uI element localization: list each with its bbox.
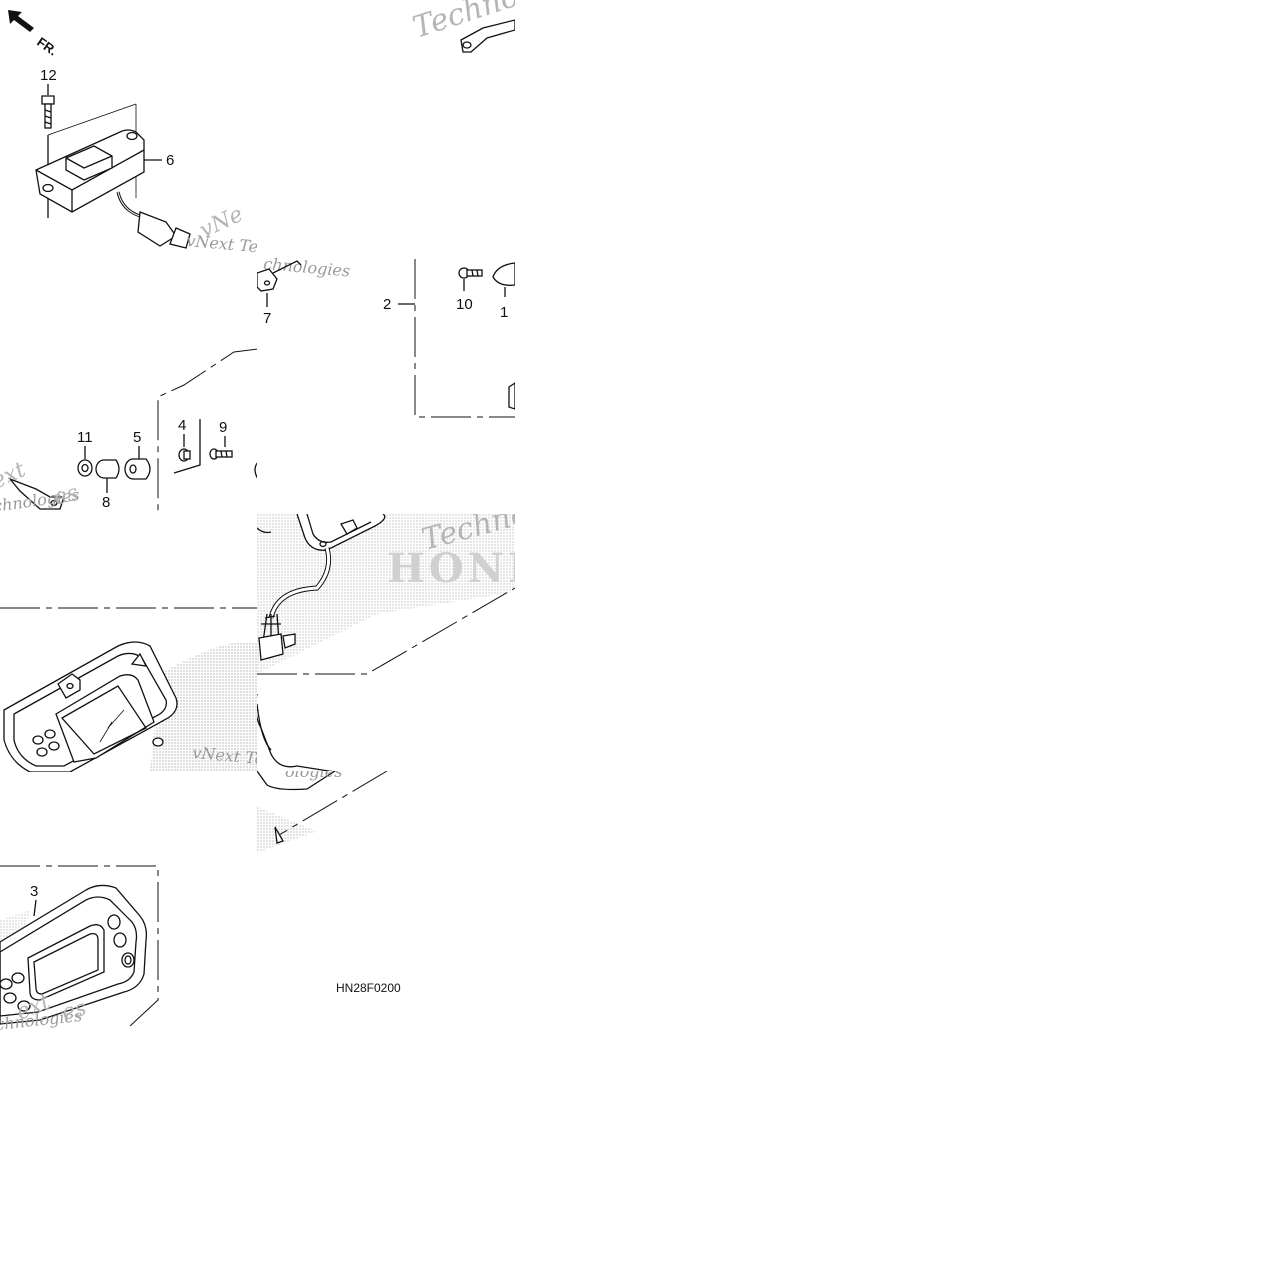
front-direction-label: FR. — [34, 34, 60, 58]
diagram-tile-meter-cover: 3 chnologies ext es — [0, 860, 160, 1030]
diagram-tile-meter: vNext Te — [0, 514, 258, 772]
diagram-tile-bracket: Technol — [257, 0, 515, 258]
part-number-11: 11 — [77, 429, 93, 446]
stay-bracket-icon — [7, 477, 65, 510]
sensor-icon — [257, 260, 302, 292]
part-number-10: 10 — [456, 296, 473, 313]
diagram-tile-sensor: chnologies 7 2 10 — [257, 257, 515, 515]
grommet-icon — [124, 458, 151, 480]
meter-cover-icon — [0, 884, 148, 1025]
control-unit-icon — [35, 129, 191, 249]
diagram-code: HN28F0200 — [336, 981, 401, 995]
front-arrow-icon — [8, 10, 34, 32]
screw-icon — [178, 448, 191, 462]
part-number-2: 2 — [383, 296, 391, 313]
wire-harness-icon — [258, 547, 332, 661]
part-number-12: 12 — [40, 67, 57, 84]
nut-icon — [77, 459, 93, 477]
rubber-mount-icon — [492, 262, 515, 286]
part-number-1: 1 — [500, 304, 508, 321]
svg-text:es: es — [59, 996, 89, 1026]
mounting-bracket-icon — [460, 19, 515, 53]
meter-case-icon — [257, 514, 386, 551]
part-number-3: 3 — [30, 883, 38, 900]
bolt-icon — [209, 448, 233, 460]
diagram-tile-harness: HONDA Techno — [257, 514, 515, 772]
diagram-tile-fasteners: 11 8 5 4 — [0, 257, 258, 515]
diagram-tile-ecu: FR. 12 — [0, 0, 258, 258]
collar-icon — [95, 459, 120, 479]
watermark-text: chnologies — [263, 257, 351, 281]
bolt-icon — [41, 95, 55, 129]
part-number-8: 8 — [102, 494, 110, 511]
part-number-5: 5 — [133, 429, 141, 446]
watermark-logo: HONDA — [387, 545, 515, 592]
part-number-9: 9 — [219, 419, 227, 436]
part-number-4: 4 — [178, 417, 186, 434]
meter-case-icon — [3, 641, 178, 772]
watermark-text: ologies — [285, 771, 342, 781]
watermark-text: Technol — [409, 0, 515, 46]
part-number-6: 6 — [166, 152, 174, 169]
diagram-tile-meter-lower: ologies — [257, 771, 515, 853]
part-number-7: 7 — [263, 310, 271, 327]
screw-icon — [458, 267, 483, 279]
